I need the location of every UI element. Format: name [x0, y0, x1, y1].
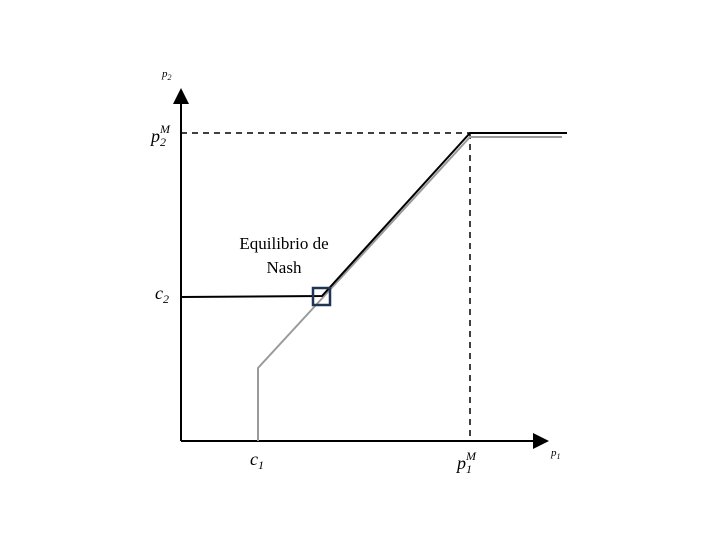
x-axis-label: p1 [550, 447, 561, 461]
nash-equilibrium-marker [311, 286, 332, 307]
annotation-line-1: Equilibrio de [239, 234, 328, 253]
black-reaction-curve [180, 132, 567, 298]
y-axis-label: p2 [161, 68, 172, 82]
tick-label-c1: c1 [250, 449, 264, 472]
tick-label-c2: c2 [155, 283, 169, 306]
annotation-line-2: Nash [267, 258, 302, 277]
gray-reaction-curve [257, 136, 562, 441]
